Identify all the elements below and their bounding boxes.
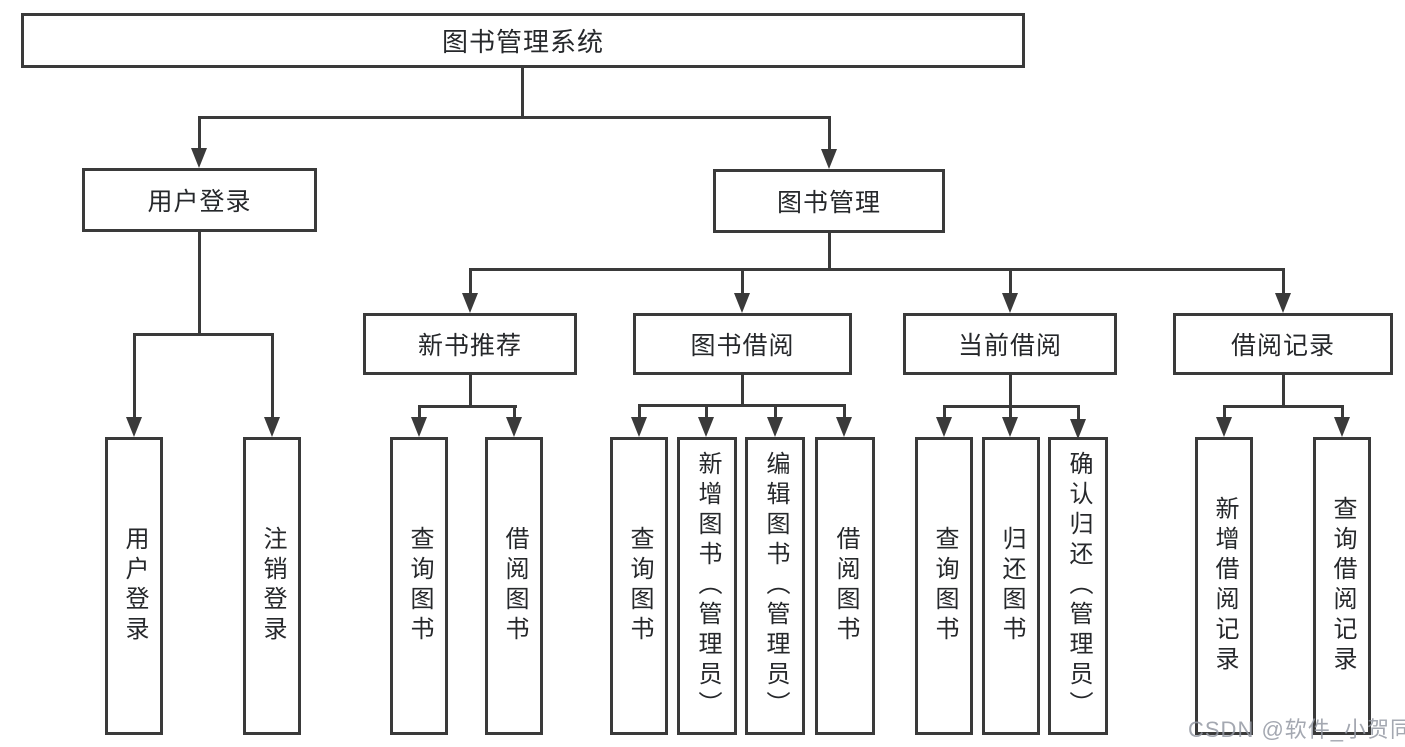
connector-stem <box>1009 268 1012 295</box>
node-new-book-recommendation: 新书推荐 <box>363 313 577 375</box>
leaf-label: 新增借阅记录 <box>1211 496 1238 676</box>
arrow-down-icon <box>462 293 478 313</box>
node-label: 用户登录 <box>147 188 252 216</box>
leaf-label: 归还图书 <box>998 526 1025 646</box>
connector-stem <box>513 405 516 419</box>
leaf-query-borrow-record: 查询借阅记录 <box>1313 437 1371 735</box>
arrow-down-icon <box>836 417 852 437</box>
connector-branch <box>638 404 846 407</box>
node-borrowing-records: 借阅记录 <box>1173 313 1393 375</box>
leaf-add-borrow-record: 新增借阅记录 <box>1195 437 1253 735</box>
connector-stem <box>828 116 831 153</box>
leaf-add-books-admin: 新增图书（管理员） <box>677 437 737 735</box>
connector-stem <box>133 333 136 419</box>
connector-stem <box>1077 405 1080 421</box>
arrow-down-icon <box>1002 417 1018 437</box>
connector-stem <box>741 268 744 295</box>
arrow-down-icon <box>631 417 647 437</box>
connector-branch <box>1223 405 1343 408</box>
node-label: 新书推荐 <box>417 332 522 360</box>
leaf-label: 用户登录 <box>121 526 148 646</box>
csdn-watermark: CSDN @软件_小贺同学 <box>1188 717 1405 742</box>
connector-stem <box>1009 375 1012 407</box>
node-root-library-system: 图书管理系统 <box>21 13 1025 68</box>
leaf-user-login: 用户登录 <box>105 437 163 735</box>
leaf-label: 新增图书（管理员） <box>694 451 721 721</box>
connector-stem <box>198 116 201 152</box>
arrow-down-icon <box>191 148 207 168</box>
node-label: 当前借阅 <box>957 332 1062 360</box>
node-book-management: 图书管理 <box>713 169 945 233</box>
node-current-borrowing: 当前借阅 <box>903 313 1117 375</box>
node-book-borrowing: 图书借阅 <box>633 313 852 375</box>
arrow-down-icon <box>1002 293 1018 313</box>
connector-stem <box>638 404 641 419</box>
connector-stem <box>469 375 472 407</box>
arrow-down-icon <box>821 149 837 169</box>
connector-stem <box>741 375 744 407</box>
connector-stem <box>1282 268 1285 295</box>
connector-branch <box>418 405 517 408</box>
connector-stem <box>271 333 274 419</box>
connector-branch <box>133 333 274 336</box>
leaf-label: 确认归还（管理员） <box>1065 451 1092 721</box>
arrow-down-icon <box>767 417 783 437</box>
connector-branch <box>469 268 1285 271</box>
arrow-down-icon <box>411 417 427 437</box>
leaf-label: 借阅图书 <box>832 526 859 646</box>
connector-root-stem <box>521 68 524 118</box>
arrow-down-icon <box>264 417 280 437</box>
connector-stem <box>1341 405 1344 419</box>
leaf-edit-books-admin: 编辑图书（管理员） <box>745 437 805 735</box>
arrow-down-icon <box>936 417 952 437</box>
leaf-query-books-current: 查询图书 <box>915 437 973 735</box>
arrow-down-icon <box>126 417 142 437</box>
node-label: 图书管理 <box>776 189 881 217</box>
connector-stem <box>1282 375 1285 407</box>
leaf-query-books-recommend: 查询图书 <box>390 437 448 735</box>
node-label: 图书管理系统 <box>441 27 604 57</box>
connector-stem <box>705 404 708 419</box>
connector-stem <box>418 405 421 419</box>
leaf-label: 查询图书 <box>406 526 433 646</box>
arrow-down-icon <box>1334 417 1350 437</box>
arrow-down-icon <box>698 417 714 437</box>
connector-stem <box>943 405 946 419</box>
connector-stem <box>828 233 831 270</box>
connector-root-branch <box>198 116 831 119</box>
connector-stem <box>469 268 472 295</box>
leaf-return-books: 归还图书 <box>982 437 1040 735</box>
arrow-down-icon <box>1216 417 1232 437</box>
node-user-login: 用户登录 <box>82 168 317 232</box>
connector-stem <box>1223 405 1226 419</box>
leaf-label: 注销登录 <box>259 526 286 646</box>
connector-stem <box>198 232 201 336</box>
arrow-down-icon <box>506 417 522 437</box>
arrow-down-icon <box>734 293 750 313</box>
leaf-query-books-borrowing: 查询图书 <box>610 437 668 735</box>
node-label: 借阅记录 <box>1230 332 1335 360</box>
connector-stem <box>843 404 846 419</box>
arrow-down-icon <box>1070 419 1086 439</box>
arrow-down-icon <box>1275 293 1291 313</box>
leaf-label: 查询图书 <box>626 526 653 646</box>
leaf-borrow-books-recommend: 借阅图书 <box>485 437 543 735</box>
leaf-logout: 注销登录 <box>243 437 301 735</box>
leaf-label: 编辑图书（管理员） <box>762 451 789 721</box>
leaf-confirm-return-admin: 确认归还（管理员） <box>1048 437 1108 735</box>
node-label: 图书借阅 <box>690 332 795 360</box>
leaf-label: 查询图书 <box>931 526 958 646</box>
leaf-label: 查询借阅记录 <box>1329 496 1356 676</box>
connector-stem <box>774 404 777 419</box>
leaf-label: 借阅图书 <box>501 526 528 646</box>
connector-stem <box>1009 405 1012 419</box>
leaf-borrow-books-borrowing: 借阅图书 <box>815 437 875 735</box>
